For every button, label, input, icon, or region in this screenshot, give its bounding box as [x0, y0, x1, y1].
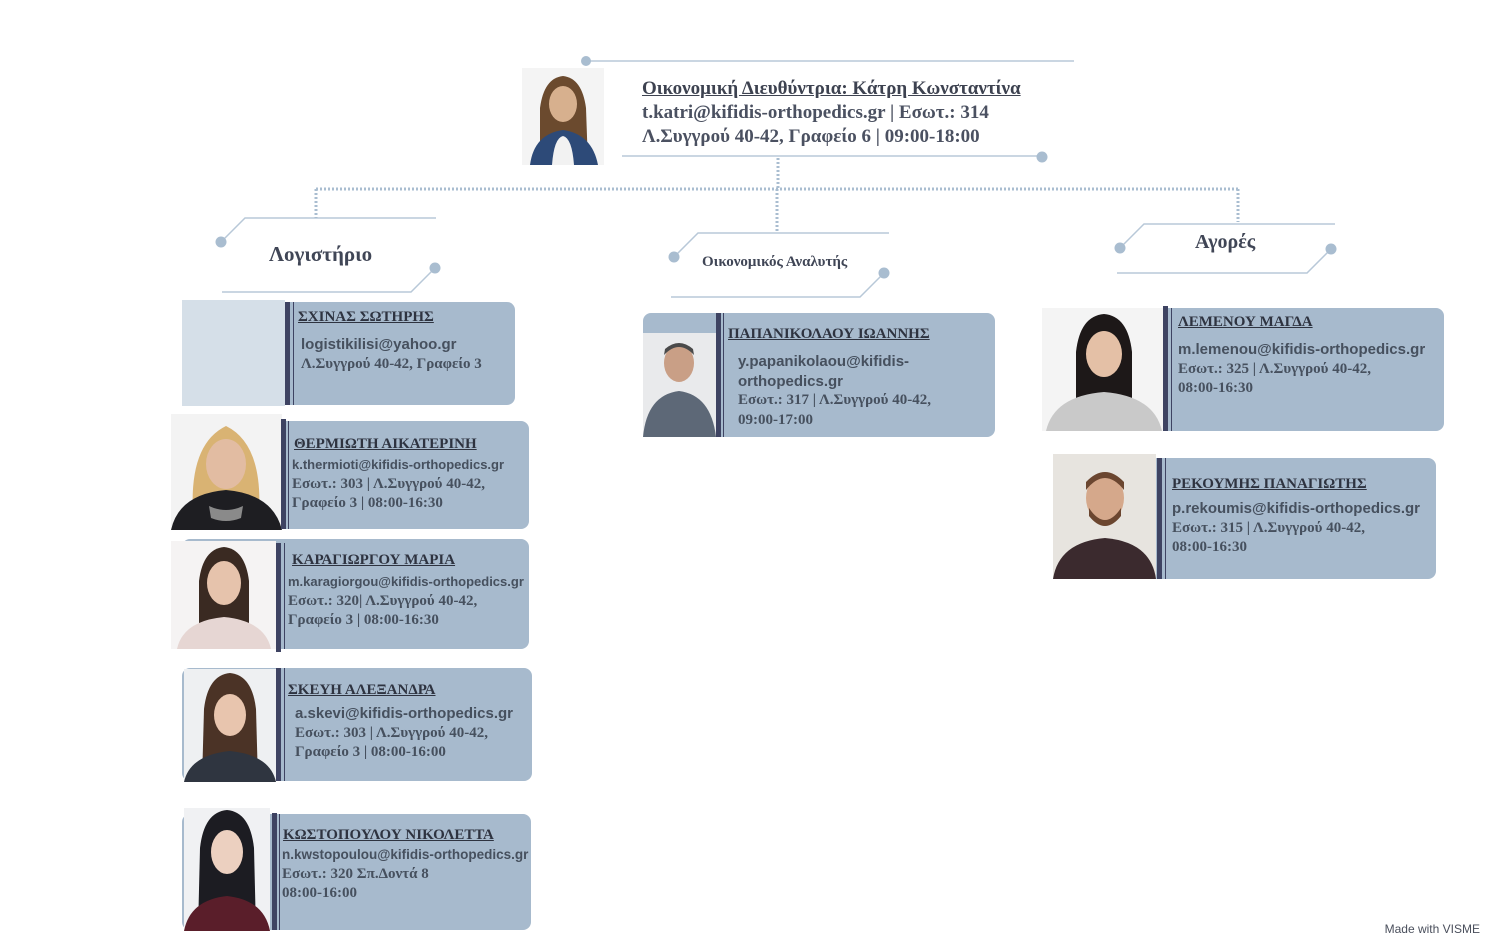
employee-name: ΡΕΚΟΥΜΗΣ ΠΑΝΑΓΙΩΤΗΣ — [1172, 476, 1367, 492]
employee-hours: Γραφείο 3 | 08:00-16:30 — [292, 495, 443, 511]
card-accent-line — [288, 421, 289, 529]
employee-extension: Εσωτ.: 320| Λ.Συγγρού 40-42, — [288, 592, 478, 609]
card-accent-bar — [281, 419, 286, 529]
director-info: Οικονομική Διευθύντρια: Κάτρη Κωνσταντίν… — [642, 77, 1082, 149]
employee-name: ΚΑΡΑΓΙΩΡΓΟΥ ΜΑΡΙΑ — [292, 552, 456, 568]
employee-name: ΛΕΜΕΝΟΥ ΜΑΓΔΑ — [1178, 314, 1313, 330]
employee-email: a.skevi@kifidis-orthopedics.gr — [295, 705, 514, 722]
employee-name: ΣΧΙΝΑΣ ΣΩΤΗΡΗΣ — [298, 309, 434, 325]
employee-extension: Εσωτ.: 317 | Λ.Συγγρού 40-42, — [738, 392, 931, 408]
dept-purchases-label: Αγορές — [1195, 231, 1256, 253]
employee-email: logistikilisi@yahoo.gr — [301, 336, 457, 353]
employee-details: p.rekoumis@kifidis-orthopedics.gr Εσωτ.:… — [1172, 499, 1420, 558]
employee-extension: Εσωτ.: 320 Σπ.Δοντά 8 — [282, 865, 429, 882]
employee-photo — [1042, 308, 1163, 431]
employee-hours: 08:00-16:30 — [1172, 539, 1247, 555]
employee-email: p.rekoumis@kifidis-orthopedics.gr — [1172, 500, 1420, 517]
employee-hours: 08:00-16:30 — [1178, 380, 1253, 396]
card-accent-line — [1171, 308, 1172, 431]
employee-email-cont: orthopedics.gr — [738, 372, 844, 390]
employee-name: ΚΩΣΤΟΠΟΥΛΟΥ ΝΙΚΟΛΕΤΤΑ — [283, 827, 494, 843]
employee-details: n.kwstopoulou@kifidis-orthopedics.gr Εσω… — [282, 845, 528, 904]
employee-photo — [171, 541, 276, 649]
employee-photo — [184, 669, 276, 782]
employee-email: m.lemenou@kifidis-orthopedics.gr — [1178, 341, 1426, 358]
employee-email: n.kwstopoulou@kifidis-orthopedics.gr — [282, 847, 529, 862]
card-accent-bar — [1157, 458, 1162, 579]
director-contact: t.katri@kifidis-orthopedics.gr | Εσωτ.: … — [642, 102, 989, 123]
employee-details: m.karagiorgou@kifidis-orthopedics.gr Εσω… — [288, 572, 524, 631]
employee-photo — [643, 333, 716, 437]
card-accent-line — [293, 302, 294, 405]
dept-accounting-label: Λογιστήριο — [269, 242, 373, 266]
employee-hours: 09:00-17:00 — [738, 411, 813, 428]
employee-hours: 08:00-16:00 — [282, 885, 357, 901]
employee-email: y.papanikolaou@kifidis- — [738, 353, 910, 370]
employee-email: m.karagiorgou@kifidis-orthopedics.gr — [288, 574, 524, 589]
card-accent-line — [284, 543, 285, 649]
employee-photo — [184, 808, 270, 931]
card-accent-bar — [272, 813, 277, 930]
card-accent-bar — [276, 668, 281, 781]
employee-details: a.skevi@kifidis-orthopedics.gr Εσωτ.: 30… — [295, 704, 513, 763]
employee-name: ΣΚΕΥΗ ΑΛΕΞΑΝΔΡΑ — [288, 682, 436, 698]
dept-analyst-label: Οικονομικός Αναλυτής — [702, 254, 848, 270]
photo-placeholder — [182, 300, 285, 406]
card-accent-bar — [1163, 306, 1168, 431]
card-accent-bar — [716, 313, 721, 437]
made-with-credit[interactable]: Made with VISME — [1384, 922, 1480, 936]
director-title: Οικονομική Διευθύντρια: Κάτρη Κωνσταντίν… — [642, 78, 1021, 99]
card-accent-bar — [276, 543, 281, 652]
employee-address: Λ.Συγγρού 40-42, Γραφείο 3 — [301, 355, 482, 372]
employee-extension: Εσωτ.: 315 | Λ.Συγγρού 40-42, — [1172, 519, 1365, 536]
card-accent-line — [279, 814, 280, 930]
card-accent-line — [284, 668, 285, 781]
director-photo — [522, 68, 604, 165]
card-accent-line — [1165, 458, 1166, 579]
employee-name: ΠΑΠΑΝΙΚΟΛΑΟΥ ΙΩΑΝΝΗΣ — [728, 326, 930, 342]
director-address: Λ.Συγγρού 40-42, Γραφείο 6 | 09:00-18:00 — [642, 126, 980, 147]
employee-hours: Γραφείο 3 | 08:00-16:30 — [288, 612, 439, 628]
employee-email: k.thermioti@kifidis-orthopedics.gr — [292, 457, 505, 472]
card-accent-line — [723, 313, 724, 437]
employee-photo — [1053, 454, 1156, 579]
employee-extension: Εσωτ.: 303 | Λ.Συγγρού 40-42, — [292, 475, 485, 492]
employee-details: k.thermioti@kifidis-orthopedics.gr Εσωτ.… — [292, 455, 504, 514]
employee-extension: Εσωτ.: 303 | Λ.Συγγρού 40-42, — [295, 724, 488, 741]
employee-details: m.lemenou@kifidis-orthopedics.gr Εσωτ.: … — [1178, 340, 1425, 399]
employee-details: y.papanikolaou@kifidis- orthopedics.gr Ε… — [738, 352, 931, 430]
employee-extension: Εσωτ.: 325 | Λ.Συγγρού 40-42, — [1178, 360, 1371, 377]
employee-details: logistikilisi@yahoo.gr Λ.Συγγρού 40-42, … — [301, 335, 482, 374]
employee-hours: Γραφείο 3 | 08:00-16:00 — [295, 744, 446, 760]
employee-name: ΘΕΡΜΙΩΤΗ ΑΙΚΑΤΕΡΙΝΗ — [294, 436, 477, 452]
card-accent-bar — [285, 302, 290, 405]
employee-photo — [171, 414, 282, 530]
